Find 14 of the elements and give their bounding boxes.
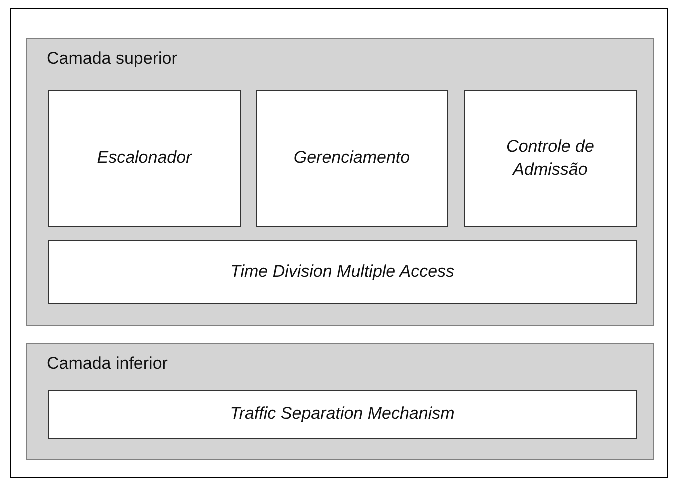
layer-panel <box>26 343 654 460</box>
module-label: Escalonador <box>96 147 194 170</box>
module-label: Gerenciamento <box>292 147 412 170</box>
module-box <box>48 390 637 439</box>
module-label: Time Division Multiple Access <box>229 260 456 283</box>
module-box <box>48 90 241 227</box>
module-label: Traffic Separation Mechanism <box>229 403 456 426</box>
module-label: Controle de Admissão <box>506 136 596 180</box>
module-box <box>256 90 448 227</box>
layer-title: Camada inferior <box>47 354 168 374</box>
module-box <box>48 240 637 304</box>
layer-title: Camada superior <box>47 49 178 69</box>
layer-panel <box>26 38 654 326</box>
module-box <box>464 90 637 227</box>
